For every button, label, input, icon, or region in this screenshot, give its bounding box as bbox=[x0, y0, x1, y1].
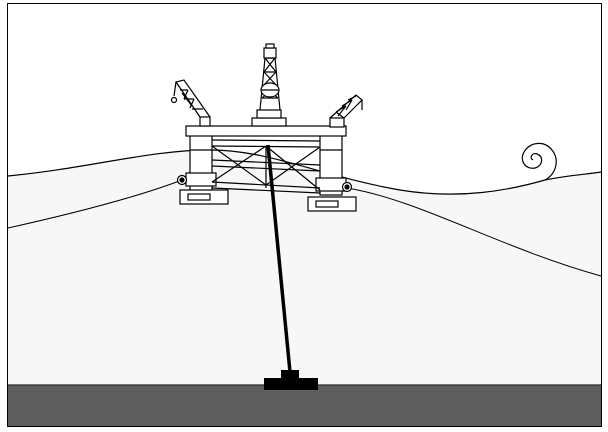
platform bbox=[170, 43, 363, 212]
mooring-line-right bbox=[346, 187, 602, 277]
mooring-line-left bbox=[7, 179, 183, 229]
derrick-base bbox=[251, 117, 287, 127]
wellhead bbox=[264, 370, 318, 390]
deck-truss bbox=[211, 139, 321, 194]
drill-floor bbox=[256, 109, 282, 119]
diagram-frame bbox=[7, 3, 602, 427]
seabed bbox=[8, 385, 601, 426]
right-fairlead bbox=[341, 181, 353, 193]
drilling-riser bbox=[266, 144, 292, 373]
mooring-lines bbox=[7, 179, 602, 277]
upper-deck bbox=[185, 125, 347, 137]
right-crane bbox=[329, 94, 363, 128]
left-column-band bbox=[185, 172, 217, 187]
breaking-wave bbox=[521, 142, 557, 181]
sea-water bbox=[8, 150, 601, 386]
wellhead-base bbox=[264, 378, 318, 390]
right-column-band bbox=[315, 177, 347, 192]
right-pontoon bbox=[307, 196, 357, 212]
left-crane bbox=[170, 79, 211, 127]
left-fairlead bbox=[176, 174, 188, 186]
left-pontoon bbox=[179, 189, 229, 205]
derrick bbox=[259, 43, 281, 111]
wellhead-cap bbox=[281, 370, 299, 380]
